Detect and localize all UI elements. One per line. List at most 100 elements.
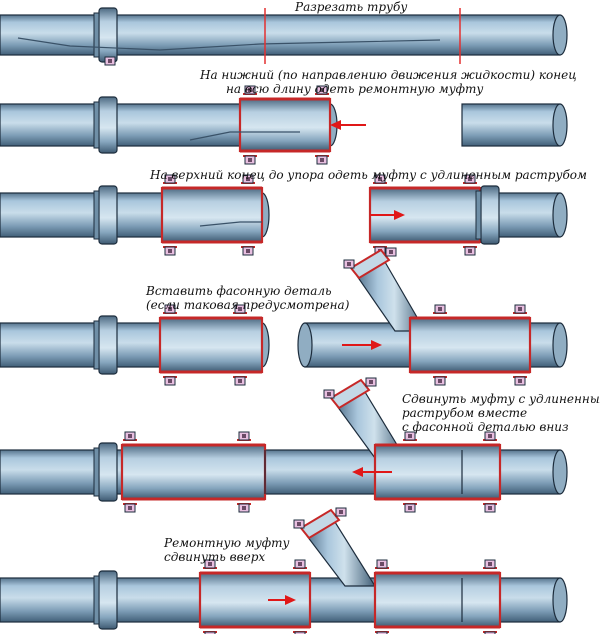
step3-right-flange-lip — [475, 190, 482, 240]
caption-step1-line1: Разрезать трубу — [295, 0, 408, 14]
step6-arrow-head — [285, 595, 296, 605]
step4-tee-branch-bolt-left-hole — [347, 262, 351, 266]
step6-long-socket-coupling — [373, 571, 502, 629]
step3-flange-lip — [93, 190, 100, 240]
step6-bolts-c-bottom — [376, 631, 388, 634]
step5-assembly — [0, 377, 568, 513]
step3-bolts-b-top-hole — [246, 177, 250, 181]
step4-flange — [98, 315, 118, 375]
step5-pipe-end — [552, 449, 568, 495]
step5-bolts-b-top-hole — [242, 434, 246, 438]
step1-pipe-end — [552, 14, 568, 56]
step3-bolts-b-bottom-hole — [246, 249, 250, 253]
step5-flange — [98, 442, 118, 502]
step6-tee-branch-bolt-left-hole — [297, 522, 301, 526]
step6-bolts-b-top-hole — [298, 562, 302, 566]
step4-bolts-c-bottom-hole — [438, 379, 442, 383]
step4-bolts-d-top-hole — [518, 307, 522, 311]
caption-step6: Ремонтную муфту сдвинуть вверх — [164, 536, 290, 564]
caption-step6-line2: сдвинуть вверх — [164, 550, 266, 564]
step6-bolts-d-top-hole — [488, 562, 492, 566]
step4-arrow-head — [371, 340, 382, 350]
step3-bolts-d-bottom-hole — [468, 249, 472, 253]
caption-step5-line1: Сдвинуть муфту с удлиненным — [402, 392, 600, 406]
step5-bolts-c-bottom-hole — [408, 506, 412, 510]
step6-flange-lip — [93, 575, 100, 625]
step2-bolts-b-top-hole — [320, 88, 324, 92]
step5-bolts-d-bottom-hole — [488, 506, 492, 510]
step5-tee-branch-bolt-left-hole — [327, 392, 331, 396]
step2-repair-coupling — [238, 97, 332, 153]
step1-pipe-body — [0, 14, 561, 56]
step3-bolts-a-bottom-hole — [168, 249, 172, 253]
caption-step6-line1: Ремонтную муфту — [164, 536, 290, 550]
step3-right-flange — [480, 185, 500, 245]
step5-long-socket-coupling — [373, 443, 502, 501]
step6-bolts-b-bottom — [294, 631, 306, 634]
step4-tee-branch-bolt-right-hole — [389, 250, 393, 254]
step2-pipe-right-end — [552, 103, 568, 147]
step3-repair-coupling — [160, 186, 264, 244]
caption-step1: Разрезать трубу — [295, 0, 407, 14]
step5-bolts-c-top-hole — [408, 434, 412, 438]
step5-flange-lip — [93, 447, 100, 497]
step2-pipe-right — [461, 103, 561, 147]
caption-step2-line2: на всю длину одеть ремонтную муфту — [226, 82, 484, 96]
step2-flange-lip — [93, 101, 100, 149]
step6-bolts-c-top-hole — [380, 562, 384, 566]
step1-crack — [17, 37, 441, 51]
step3-pipe-right-end — [552, 192, 568, 238]
step6-tee-branch-bolt-right-hole — [339, 510, 343, 514]
step3-crack — [199, 221, 262, 227]
step4-pipe-right-end — [552, 322, 568, 368]
step5-bolts-b-bottom-hole — [242, 506, 246, 510]
step5-tee-branch-bolt-right-hole — [369, 380, 373, 384]
caption-step4: Вставить фасонную деталь (если таковая п… — [146, 284, 349, 312]
caption-step5: Сдвинуть муфту с удлиненным раструбом вм… — [402, 392, 600, 434]
step2-bolts-b-bottom-hole — [320, 158, 324, 162]
step4-bolts-b-bottom-hole — [238, 379, 242, 383]
step5-bolts-d-top-hole — [488, 434, 492, 438]
caption-step4-line2: (если таковая предусмотрена) — [146, 298, 350, 312]
step4-tee-end — [297, 322, 313, 368]
step4-bolts-a-bottom-hole — [168, 379, 172, 383]
step4-tee-branch-socket — [349, 248, 391, 280]
step6-assembly — [0, 507, 568, 634]
step4-bolts-d-bottom-hole — [518, 379, 522, 383]
caption-step2-line1: На нижний (по направлению движения жидко… — [200, 68, 577, 82]
step5-repair-coupling — [120, 443, 267, 501]
step5-arrow-head — [352, 467, 363, 477]
step3-bolts-d-top-hole — [468, 177, 472, 181]
step4-long-socket-coupling — [408, 316, 532, 374]
step4-bolts-a-top-hole — [168, 307, 172, 311]
step1-flange-lip — [93, 12, 100, 58]
step1-flange — [98, 7, 118, 63]
step5-bolts-a-bottom-hole — [128, 506, 132, 510]
caption-step3-line1: На верхний конец до упора одеть муфту с … — [150, 168, 587, 182]
caption-step5-line2: раструбом вместе — [402, 406, 528, 420]
step1-pipe — [0, 7, 568, 66]
step5-tee-branch-socket — [329, 378, 371, 410]
step1-bolt-hole — [108, 59, 112, 63]
step3-bolts-c-top-hole — [378, 177, 382, 181]
step4-bolts-c-top-hole — [438, 307, 442, 311]
step2-arrow-head — [330, 120, 341, 130]
step4-repair-coupling — [158, 316, 264, 374]
step6-pipe-end — [552, 577, 568, 623]
step6-bolts-a-bottom — [204, 631, 216, 634]
step3-arrow-head — [394, 210, 405, 220]
step2-flange — [98, 96, 118, 154]
step6-bolts-d-bottom — [484, 631, 496, 634]
step3-flange — [98, 185, 118, 245]
step4-flange-lip — [93, 320, 100, 370]
step2-bolts-a-top-hole — [248, 88, 252, 92]
step3-bolts-a-top-hole — [168, 177, 172, 181]
step2-bolts-a-bottom-hole — [248, 158, 252, 162]
step3-pipes — [0, 174, 568, 256]
caption-step3: На верхний конец до упора одеть муфту с … — [150, 168, 587, 182]
caption-step5-line3: с фасонной деталью вниз — [402, 420, 569, 434]
caption-step4-line1: Вставить фасонную деталь — [146, 284, 332, 298]
step4-bolts-b-top-hole — [238, 307, 242, 311]
